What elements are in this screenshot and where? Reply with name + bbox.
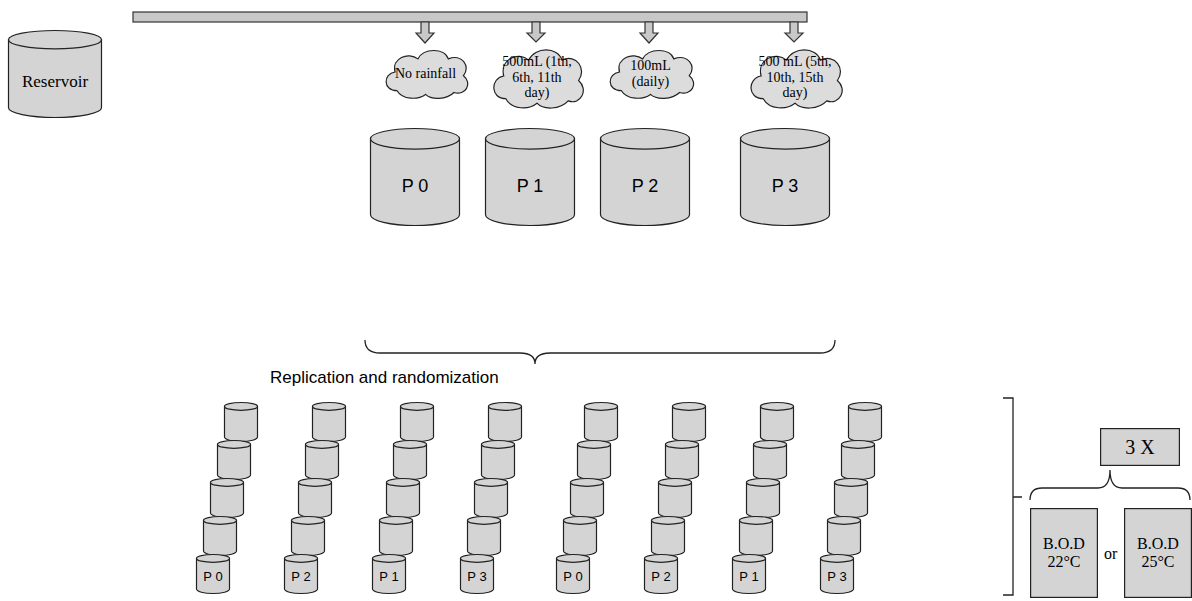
replicate-pot xyxy=(394,441,427,480)
group-brace xyxy=(365,340,835,364)
node-text: P 2 xyxy=(291,570,310,584)
replicate-pot xyxy=(673,403,706,442)
rainfall-cloud: 500 mL (5th, 10th, 15th day) xyxy=(742,42,848,110)
treatment-pot: P 2 xyxy=(600,128,690,226)
replicate-pot xyxy=(482,441,515,480)
replicate-pot xyxy=(387,479,420,518)
replicate-pot xyxy=(313,403,346,442)
node-text: P 0 xyxy=(203,570,222,584)
replicate-pot xyxy=(225,403,258,442)
replicate-pot xyxy=(211,479,244,518)
replicate-pot xyxy=(842,441,875,480)
node-text: P 1 xyxy=(739,570,758,584)
group-label: Replication and randomization xyxy=(268,368,501,388)
flow-arrows xyxy=(416,22,803,43)
rainfall-cloud: 500mL (1th, 6th, 11th day) xyxy=(485,42,589,110)
replicate-pot xyxy=(401,403,434,442)
replicate-pot xyxy=(659,479,692,518)
rainfall-cloud: 100mL (daily) xyxy=(602,44,699,100)
chamber-bracket xyxy=(1003,398,1022,595)
replicate-pot: P 3 xyxy=(820,554,854,594)
replicate-pot: P 2 xyxy=(284,554,318,594)
replicate-pot xyxy=(754,441,787,480)
node-text: P 0 xyxy=(402,177,429,197)
replicate-pot xyxy=(828,517,861,556)
incubator-brace xyxy=(1030,470,1190,500)
node-text: B.O.D 22°C xyxy=(1035,535,1093,570)
node-text: 500mL (1th, 6th, 11th day) xyxy=(499,54,575,100)
replicate-pot: P 3 xyxy=(460,554,494,594)
replicate-pot xyxy=(292,517,325,556)
rainfall-cloud: No rainfall xyxy=(378,44,473,100)
replicate-pot xyxy=(564,517,597,556)
node-text: P 1 xyxy=(517,177,544,197)
node-text: 500 mL (5th, 10th, 15th day) xyxy=(757,54,833,100)
incubator-box: B.O.D 22°C xyxy=(1030,508,1098,598)
replicate-pot: P 0 xyxy=(556,554,590,594)
replicate-pot xyxy=(585,403,618,442)
replicate-pot xyxy=(218,441,251,480)
repeat-box: 3 X xyxy=(1100,428,1180,466)
node-text: B.O.D 25°C xyxy=(1129,535,1187,570)
replicate-pot xyxy=(761,403,794,442)
replicate-pot xyxy=(835,479,868,518)
replicate-pot xyxy=(306,441,339,480)
replicate-pot xyxy=(468,517,501,556)
node-text: P 3 xyxy=(772,177,799,197)
supply-bar xyxy=(133,12,807,22)
replicate-pot xyxy=(666,441,699,480)
replicate-pot xyxy=(380,517,413,556)
replicate-pots xyxy=(204,403,882,556)
node-text: P 3 xyxy=(467,570,486,584)
replicate-pot: P 2 xyxy=(644,554,678,594)
replicate-pot xyxy=(571,479,604,518)
replicate-pot xyxy=(475,479,508,518)
replicate-pot xyxy=(578,441,611,480)
node-text: P 2 xyxy=(651,570,670,584)
replicate-pot xyxy=(849,403,882,442)
node-text: Reservoir xyxy=(22,73,88,92)
incubator-box: B.O.D 25°C xyxy=(1124,508,1192,598)
replicate-pot: P 0 xyxy=(196,554,230,594)
treatment-pot: P 0 xyxy=(370,128,460,226)
node-text: P 1 xyxy=(379,570,398,584)
node-text: No rainfall xyxy=(395,66,456,81)
replicate-pot xyxy=(204,517,237,556)
replicate-pot: P 1 xyxy=(732,554,766,594)
node-text: P 2 xyxy=(632,177,659,197)
node-text: 3 X xyxy=(1125,436,1154,458)
replicate-pot xyxy=(489,403,522,442)
replicate-pot xyxy=(299,479,332,518)
replicate-pot: P 1 xyxy=(372,554,406,594)
node-text: P 0 xyxy=(563,570,582,584)
replicate-pot xyxy=(652,517,685,556)
node-text: 100mL (daily) xyxy=(615,58,686,89)
replicate-pot xyxy=(747,479,780,518)
treatment-pot: P 3 xyxy=(740,128,830,226)
replicate-pot xyxy=(740,517,773,556)
treatment-pot: P 1 xyxy=(485,128,575,226)
node-text: P 3 xyxy=(827,570,846,584)
or-label: or xyxy=(1102,545,1119,563)
reservoir-tank: Reservoir xyxy=(8,30,102,118)
